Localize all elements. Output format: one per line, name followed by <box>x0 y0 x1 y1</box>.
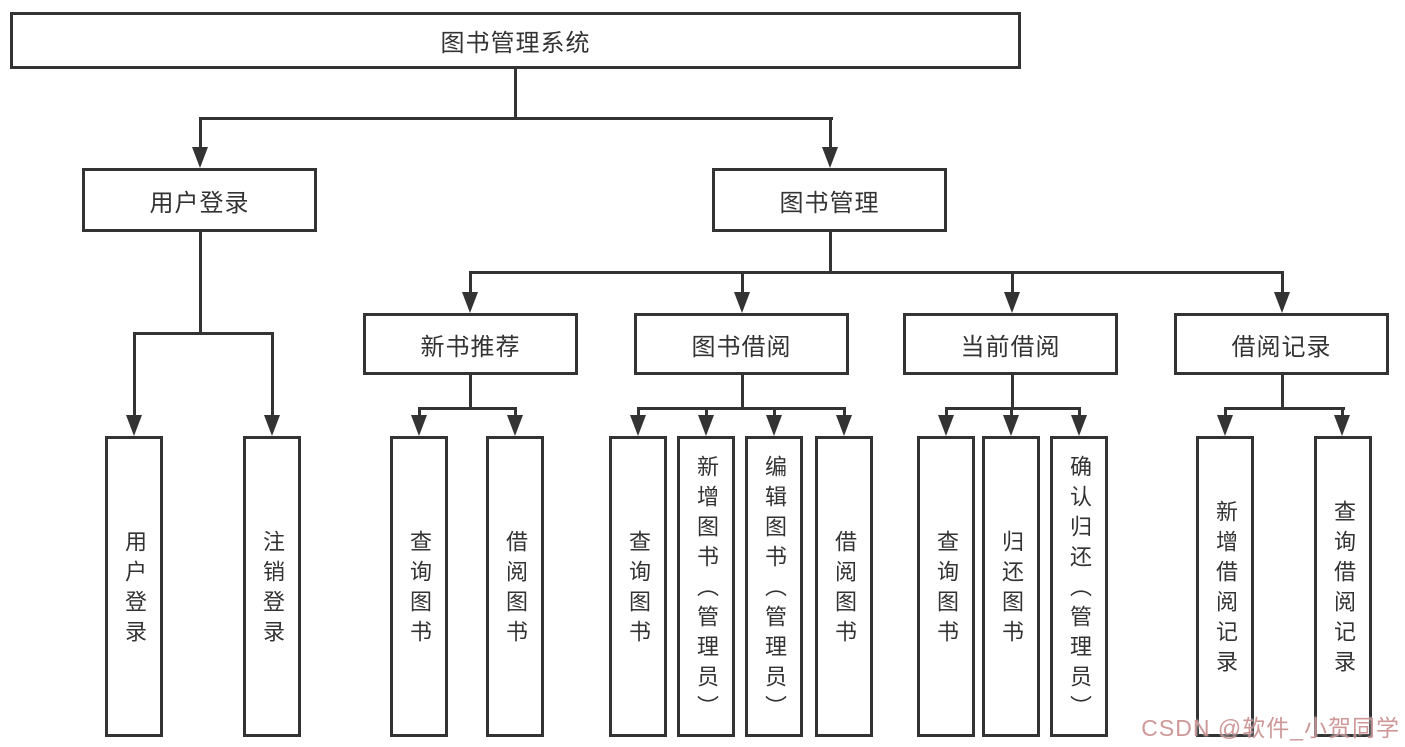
connector-hline <box>637 407 846 410</box>
connector-vline <box>773 407 776 417</box>
arrowhead-icon <box>630 415 646 436</box>
connector-vline <box>514 66 517 120</box>
connector-hline <box>418 407 517 410</box>
leaf-query-books-borrow: 查询图书 <box>609 436 667 737</box>
connector-vline <box>705 407 708 417</box>
arrowhead-icon <box>1274 292 1290 313</box>
arrowhead-icon <box>1003 415 1019 436</box>
leaf-logout: 注销登录 <box>243 436 301 737</box>
leaf-query-books-recommend: 查询图书 <box>390 436 448 737</box>
connector-vline <box>133 332 136 418</box>
arrowhead-icon <box>1217 415 1233 436</box>
connector-vline <box>1224 407 1227 417</box>
node-current-borrow: 当前借阅 <box>903 313 1118 375</box>
connector-vline <box>741 373 744 410</box>
leaf-edit-books-admin: 编辑图书（管理员） <box>745 436 803 737</box>
connector-vline <box>1011 271 1014 295</box>
connector-vline <box>829 117 832 150</box>
arrowhead-icon <box>264 415 280 436</box>
leaf-add-books-admin: 新增图书（管理员） <box>677 436 735 737</box>
connector-vline <box>469 271 472 295</box>
leaf-confirm-return-admin: 确认归还（管理员） <box>1050 436 1108 737</box>
leaf-add-borrow-record: 新增借阅记录 <box>1196 436 1254 737</box>
watermark: CSDN @软件_小贺同学 <box>1141 715 1400 741</box>
connector-vline <box>1281 271 1284 295</box>
leaf-query-borrow-record: 查询借阅记录 <box>1314 436 1372 737</box>
arrowhead-icon <box>938 415 954 436</box>
connector-hline <box>945 407 1081 410</box>
node-book-management: 图书管理 <box>712 168 947 232</box>
arrowhead-icon <box>1004 292 1020 313</box>
connector-vline <box>1011 373 1014 410</box>
connector-vline <box>271 332 274 418</box>
connector-vline <box>469 373 472 410</box>
connector-vline <box>514 407 517 417</box>
arrowhead-icon <box>192 147 208 168</box>
leaf-borrow-books: 借阅图书 <box>815 436 873 737</box>
leaf-query-books-current: 查询图书 <box>917 436 975 737</box>
connector-vline <box>418 407 421 417</box>
connector-vline <box>1281 373 1284 410</box>
arrowhead-icon <box>734 292 750 313</box>
connector-vline <box>945 407 948 417</box>
node-borrow-records: 借阅记录 <box>1174 313 1389 375</box>
arrowhead-icon <box>698 415 714 436</box>
arrowhead-icon <box>126 415 142 436</box>
leaf-user-login: 用户登录 <box>105 436 163 737</box>
connector-vline <box>1078 407 1081 417</box>
connector-vline <box>1341 407 1344 417</box>
connector-vline <box>637 407 640 417</box>
arrowhead-icon <box>411 415 427 436</box>
arrowhead-icon <box>1071 415 1087 436</box>
connector-vline <box>199 230 202 335</box>
connector-hline <box>199 117 833 120</box>
node-new-book-recommend: 新书推荐 <box>363 313 578 375</box>
leaf-borrow-books-recommend: 借阅图书 <box>486 436 544 737</box>
arrowhead-icon <box>507 415 523 436</box>
node-root: 图书管理系统 <box>10 12 1021 69</box>
arrowhead-icon <box>1334 415 1350 436</box>
connector-vline <box>1010 407 1013 417</box>
connector-hline <box>133 332 274 335</box>
arrowhead-icon <box>766 415 782 436</box>
connector-vline <box>741 271 744 295</box>
node-book-borrow: 图书借阅 <box>634 313 849 375</box>
connector-hline <box>1224 407 1345 410</box>
leaf-return-books: 归还图书 <box>982 436 1040 737</box>
connector-vline <box>829 230 832 274</box>
node-user-login: 用户登录 <box>82 168 317 232</box>
connector-vline <box>843 407 846 417</box>
arrowhead-icon <box>836 415 852 436</box>
connector-hline <box>469 271 1284 274</box>
connector-vline <box>199 117 202 150</box>
arrowhead-icon <box>462 292 478 313</box>
arrowhead-icon <box>822 147 838 168</box>
